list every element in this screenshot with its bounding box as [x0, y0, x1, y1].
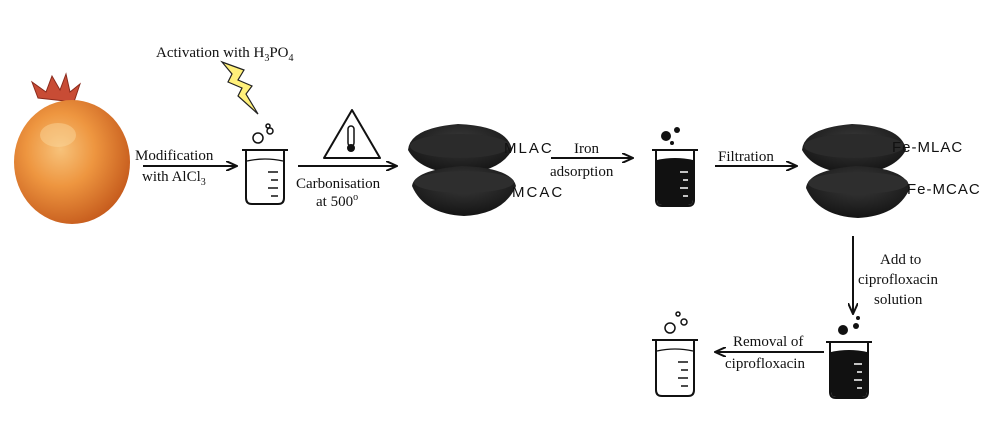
modification-label: Modification	[135, 148, 214, 164]
filtration-label: Filtration	[718, 149, 774, 165]
carbonisation-label: Carbonisation	[296, 176, 381, 192]
filled-beaker-icon	[652, 127, 698, 207]
lightning-icon	[220, 60, 259, 115]
carbon-bowl-fe-mcac	[806, 166, 910, 218]
activation-label: Activation with H3PO4	[156, 45, 294, 64]
heat-warning-icon	[323, 109, 381, 159]
mlac-label: MLAC	[504, 140, 554, 157]
mcac-label: MCAC	[512, 184, 564, 201]
filled-beaker-icon-2	[826, 316, 872, 399]
fe-mlac-label: Fe-MLAC	[892, 139, 963, 156]
carbon-bowl-mlac	[408, 124, 512, 174]
beaker-icon	[242, 123, 288, 205]
carbon-bowl-mcac	[412, 166, 516, 216]
iron-adsorption-label: Iron	[574, 141, 599, 157]
add-to-label-3: solution	[874, 292, 923, 308]
carbonisation-label-2: at 500o	[316, 192, 358, 210]
clean-beaker-icon	[652, 311, 698, 397]
pomegranate-image	[14, 72, 130, 224]
modification-label-2: with AlCl3	[142, 169, 206, 188]
add-to-label: Add to	[880, 252, 921, 268]
add-to-label-2: ciprofloxacin	[858, 272, 938, 288]
carbon-bowl-fe-mlac	[802, 124, 906, 174]
removal-label: Removal of	[733, 334, 803, 350]
fe-mcac-label: Fe-MCAC	[907, 181, 981, 198]
removal-label-2: ciprofloxacin	[725, 356, 805, 372]
iron-adsorption-label-2: adsorption	[550, 164, 614, 180]
